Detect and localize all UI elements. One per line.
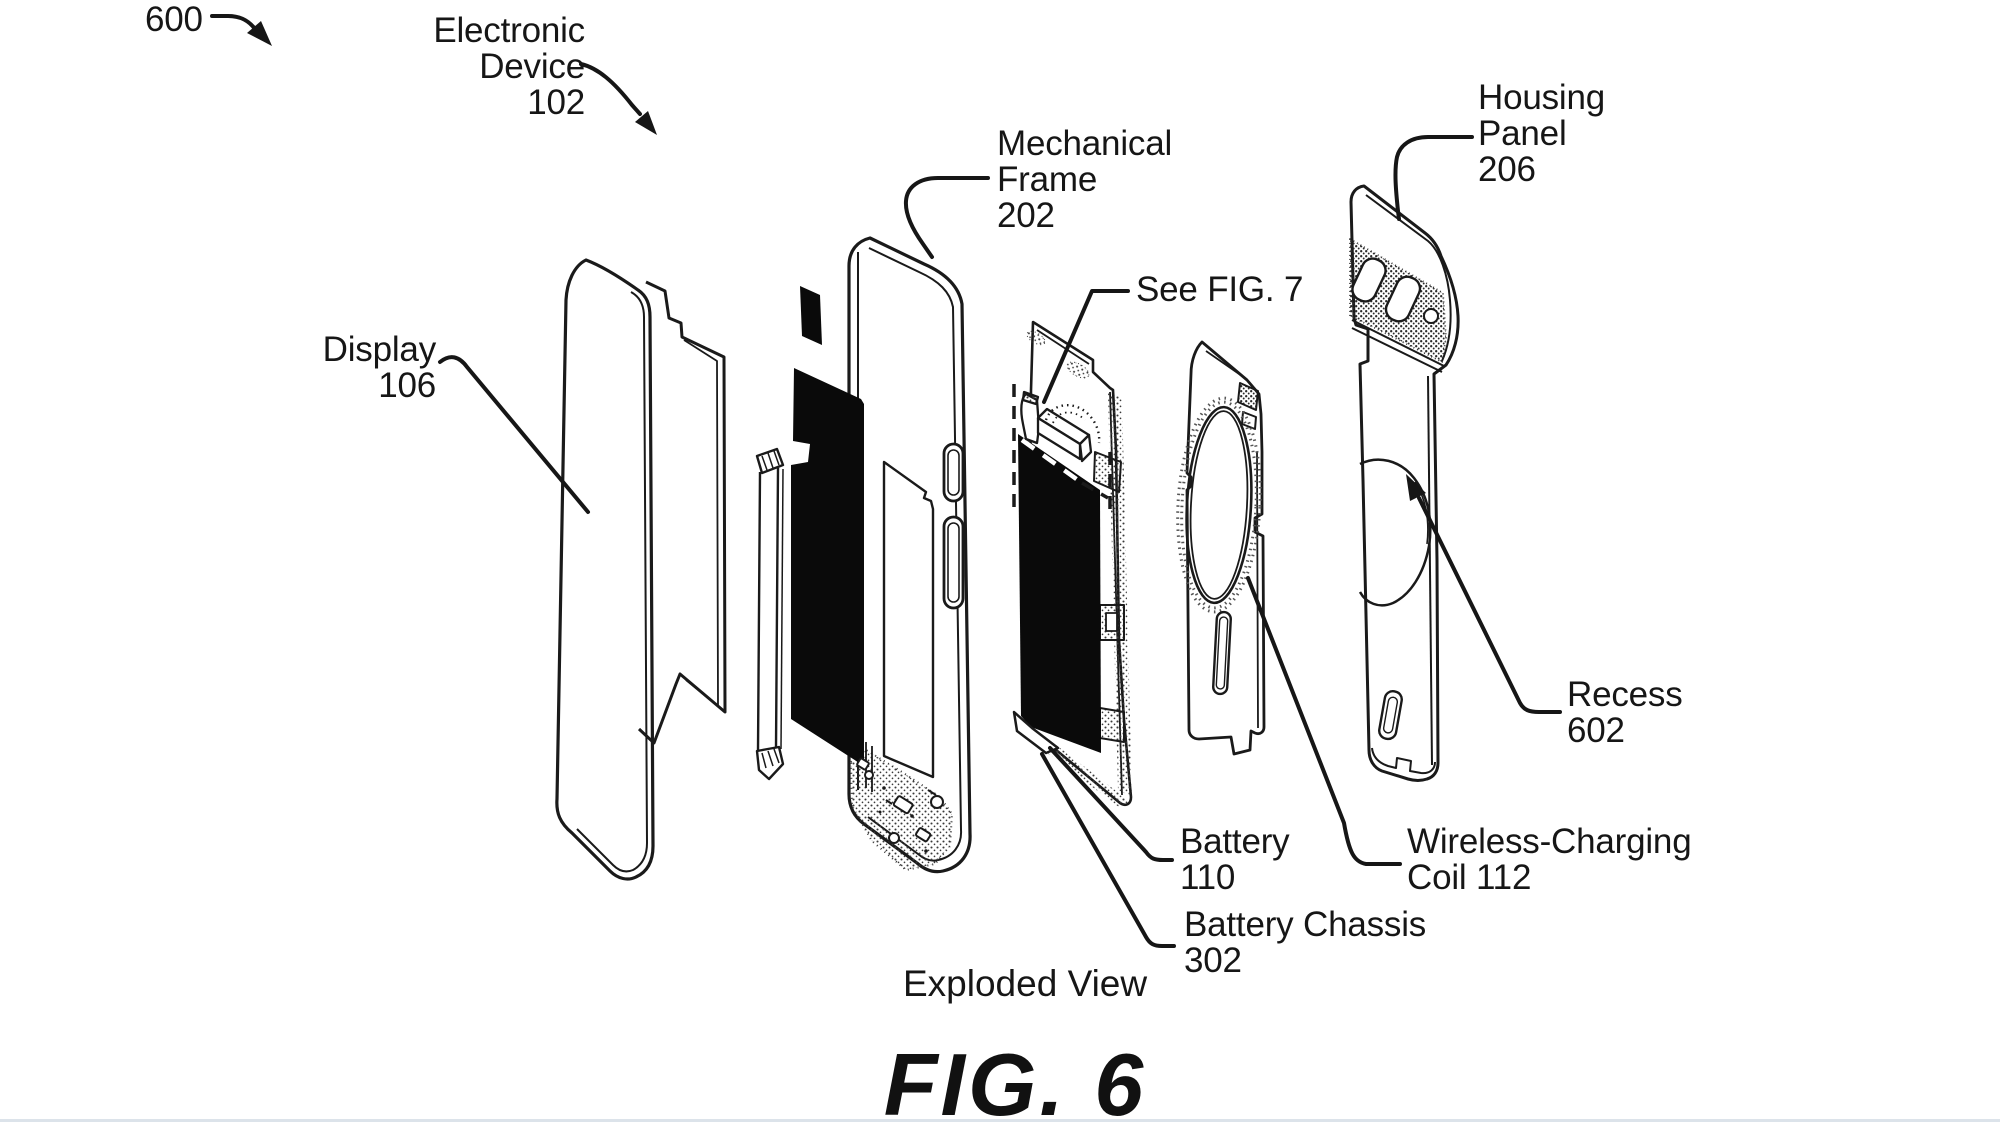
side-buttons [942,442,965,610]
frame-battery-pocket [882,460,935,779]
camera-lens [1351,257,1387,303]
leader-mechanical-frame [903,176,990,259]
fig7-dashed-boundary [1012,384,1112,512]
chassis-rail-tabs [1093,451,1125,743]
figure-caption: FIG. 6 [883,1035,1147,1125]
leader-battery-chassis [1040,752,1176,948]
view-caption: Exploded View [903,963,1148,1004]
side-strip [755,447,785,781]
label-mechanical-frame: Mechanical Frame 202 [997,124,1173,235]
battery-connector [1020,390,1101,463]
label-housing-panel: Housing Panel 206 [1478,78,1606,189]
label-ref-600: 600 [145,0,203,39]
wireless-charging-coil [1176,396,1262,614]
frame-interior-component [791,286,864,766]
arrowhead-600 [247,21,272,46]
battery-assembly [1012,320,1133,807]
label-electronic-device: Electronic Device 102 [433,11,585,122]
leader-display [438,355,590,514]
leader-housing-panel [1393,135,1474,221]
mechanical-frame [791,236,972,874]
arrowhead-electronic-device [635,111,657,135]
coil-plate-slot [1212,610,1232,696]
label-see-fig7: See FIG. 7 [1136,270,1304,309]
label-display: Display 106 [322,330,437,405]
camera-flash [1423,308,1439,324]
label-recess: Recess 602 [1567,675,1683,750]
label-battery: Battery 110 [1180,822,1290,897]
housing-panel [1349,184,1460,782]
bottom-rule [0,1119,2000,1122]
leader-600 [210,14,257,31]
label-battery-chassis: Battery Chassis 302 [1184,905,1427,980]
circuit-components [856,757,944,854]
leader-wireless-coil [1246,576,1402,866]
sim-slot [1378,690,1403,741]
display-outline [555,258,655,881]
arrowhead-recess [1406,474,1426,501]
battery-cell [1018,434,1101,753]
label-wireless-coil: Wireless-Charging Coil 112 [1407,822,1692,897]
backing-sheet [637,280,727,745]
leader-electronic-device [579,62,642,116]
leader-see-fig7 [1042,289,1130,404]
leader-battery [1048,746,1174,862]
leader-recess [1417,496,1562,714]
leader-lines [210,14,1562,948]
camera-bar [1349,238,1447,363]
coil-plate [1176,340,1266,756]
camera-lens [1384,275,1422,323]
